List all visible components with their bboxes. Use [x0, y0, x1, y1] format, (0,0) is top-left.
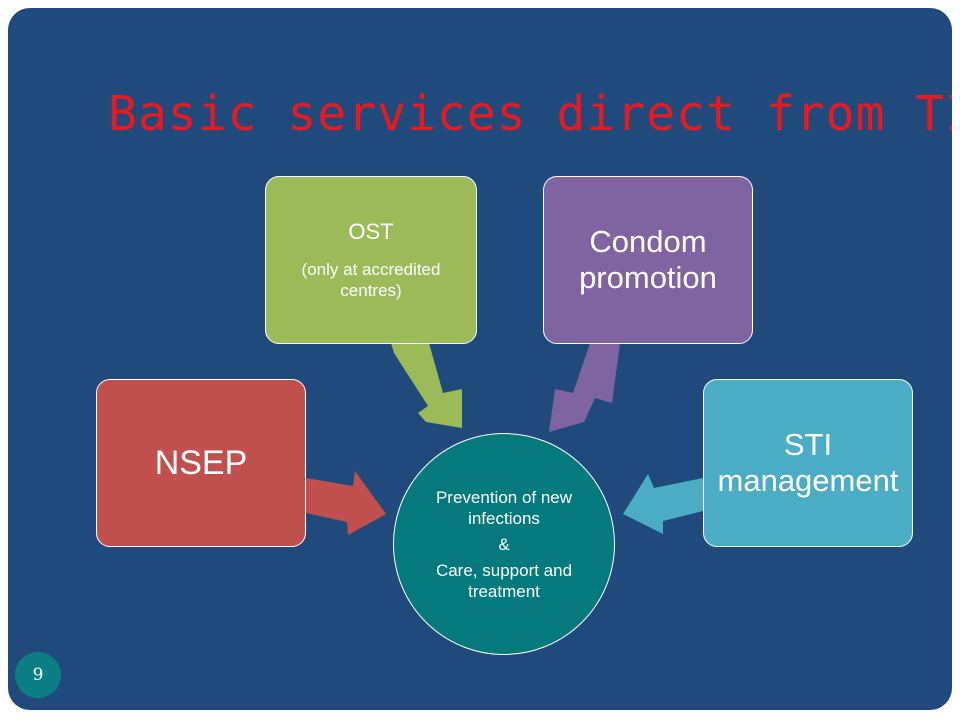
arrow-ost: [391, 343, 462, 428]
slide-title: Basic services direct from TI: [108, 86, 952, 142]
node-sti-label: STI management: [717, 427, 899, 498]
node-nsep-label: NSEP: [154, 443, 248, 482]
arrow-sti: [623, 474, 703, 534]
page-number: 9: [15, 652, 61, 698]
connector-arrows: [306, 343, 703, 535]
center-node: Prevention of new infections & Care, sup…: [393, 433, 615, 655]
node-sti: STI management: [703, 379, 913, 547]
node-nsep: NSEP: [96, 379, 306, 547]
arrow-nsep: [306, 471, 386, 535]
arrow-condom: [549, 343, 620, 432]
center-ampersand: &: [498, 534, 510, 554]
node-ost-sublabel: (only at accredited centres): [301, 260, 441, 300]
slide: Basic services direct from TI NSEP OST (…: [8, 8, 952, 710]
center-line-prevention: Prevention of new infections: [435, 487, 573, 528]
node-condom-label: Condom promotion: [579, 224, 717, 295]
node-ost: OST (only at accredited centres): [265, 176, 477, 344]
center-line-care: Care, support and treatment: [435, 560, 573, 601]
node-ost-label: OST: [348, 219, 394, 244]
node-condom: Condom promotion: [543, 176, 753, 344]
